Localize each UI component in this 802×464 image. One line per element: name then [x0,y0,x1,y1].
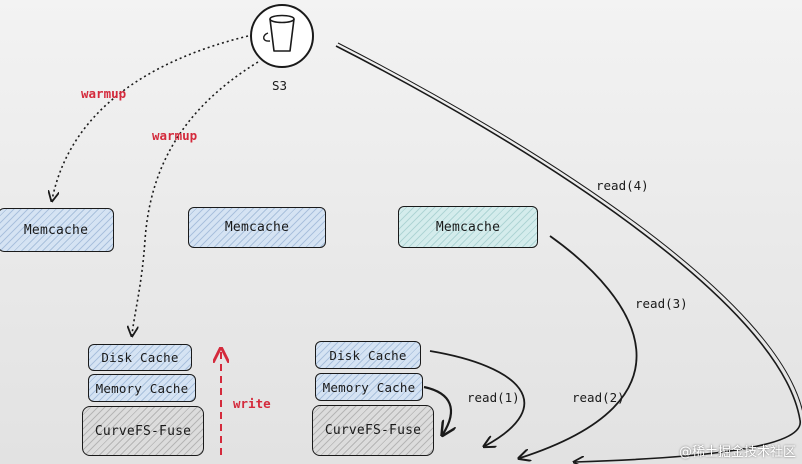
s3-label: S3 [272,78,288,93]
curvefs-fuse-left: CurveFS-Fuse [82,406,204,456]
warmup-label-2: warmup [152,128,198,143]
write-label: write [233,396,271,411]
read-3-arrow [520,235,638,458]
disk-cache-left: Disk Cache [88,344,192,371]
warmup-arrow-2 [132,61,259,335]
read-4-label: read(4) [596,178,649,193]
read-1-arrow [423,385,451,434]
memcache-node-left: Memcache [0,208,114,252]
memcache-node-middle: Memcache [188,207,326,248]
memcache-node-right: Memcache [398,206,538,248]
read-4-arrow-sketch [337,42,802,412]
disk-cache-right: Disk Cache [315,341,421,369]
read-2-arrow [429,350,526,446]
read-4-arrow [335,45,801,462]
warmup-label-1: warmup [81,86,127,101]
read-1-label: read(1) [467,390,520,405]
memory-cache-right: Memory Cache [315,373,423,401]
watermark: @稀土掘金技术社区 [678,445,796,460]
bucket-icon [250,4,314,68]
read-2-label: read(2) [572,390,625,405]
curvefs-fuse-right: CurveFS-Fuse [312,405,434,456]
read-3-label: read(3) [635,296,688,311]
memory-cache-left: Memory Cache [88,374,196,402]
warmup-arrow-1 [52,35,249,200]
